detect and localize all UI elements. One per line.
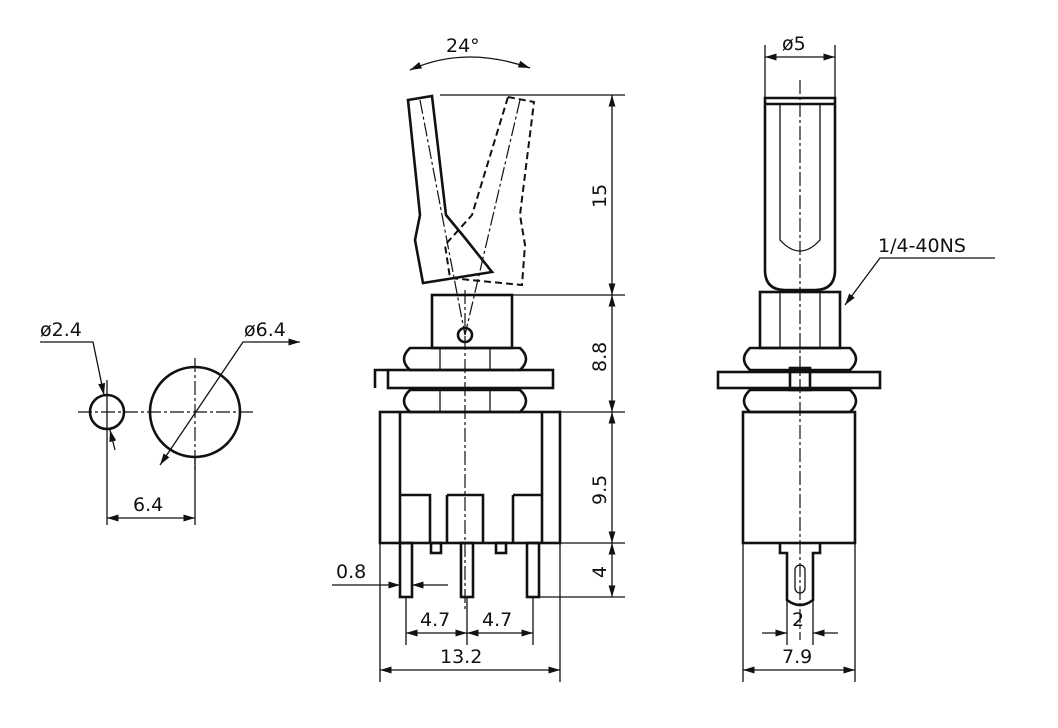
terminal-side-width-label: 2	[792, 609, 804, 631]
leader-line	[40, 341, 106, 396]
terminal-center	[459, 541, 475, 599]
terminal-length-label: 4	[589, 566, 611, 578]
terminal-base	[400, 493, 542, 543]
switch-body-side	[741, 410, 857, 545]
terminal-width-label: 0.8	[336, 561, 366, 583]
lever-axis-line	[419, 99, 466, 336]
angle-label: 24°	[446, 35, 480, 57]
body-height-label: 9.5	[589, 475, 611, 505]
terminal-right	[525, 541, 541, 599]
side-view: ø5 1/4-40NS 2 7.9	[716, 33, 995, 682]
lever-diameter-label: ø5	[782, 33, 806, 55]
upper-nut-side	[742, 346, 858, 372]
lever-height-label: 15	[589, 184, 611, 208]
standoff	[429, 541, 443, 555]
washer-side	[716, 370, 882, 390]
lever-dashed	[443, 95, 536, 287]
standoff	[494, 541, 508, 555]
lever-solid	[406, 94, 495, 285]
small-hole-label: ø2.4	[40, 319, 82, 341]
washer-tab	[373, 368, 388, 388]
pitch-left-label: 4.7	[420, 609, 450, 631]
terminal-slot	[794, 564, 806, 594]
leader-line	[159, 338, 300, 466]
body-depth-label: 7.9	[782, 646, 812, 668]
body-width-label: 13.2	[440, 646, 482, 668]
large-hole-label: ø6.4	[244, 319, 286, 341]
pitch-right-label: 4.7	[482, 609, 512, 631]
front-view: 24° 15 8.8 9.5 4	[332, 35, 625, 682]
leader-line	[109, 429, 117, 451]
angle-dimension-arc	[409, 56, 531, 71]
washer	[386, 368, 555, 390]
bushing-height-label: 8.8	[589, 342, 611, 372]
panel-cutout-view: 6.4 ø2.4 ø6.4	[40, 319, 300, 525]
switch-body	[378, 410, 562, 545]
lever-side	[763, 96, 837, 292]
hole-spacing-label: 6.4	[133, 494, 163, 516]
terminal-left	[398, 541, 414, 599]
leader-line	[844, 257, 995, 306]
thread-label: 1/4-40NS	[878, 235, 966, 257]
terminal-side	[778, 543, 822, 607]
